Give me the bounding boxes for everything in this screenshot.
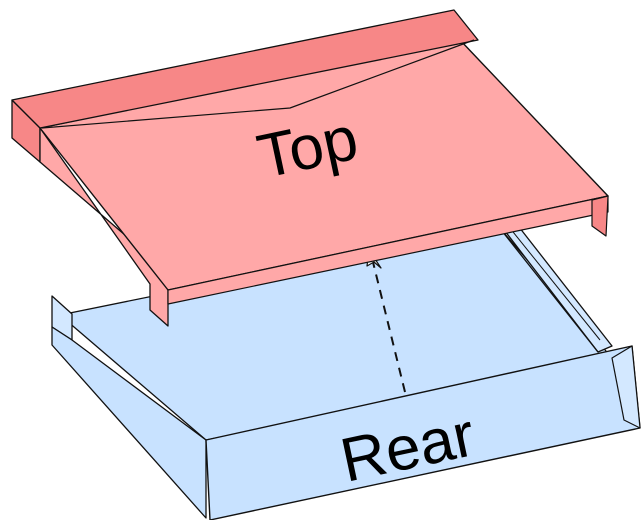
- lid-fold-line: [41, 39, 475, 129]
- bottom-tray: [51, 217, 641, 520]
- tray-inner-edge: [497, 225, 599, 353]
- lid-front-edge: [167, 195, 609, 305]
- lid-right-tab: [591, 195, 609, 237]
- lid-left-side: [39, 127, 169, 327]
- tray-inner-back-edge: [504, 221, 601, 341]
- lid-back-flap: [11, 9, 479, 129]
- dashed-guide-line: [371, 257, 406, 393]
- tray-left-flap: [51, 326, 207, 519]
- top-lid: [11, 9, 609, 327]
- tray-right-tab: [611, 345, 641, 429]
